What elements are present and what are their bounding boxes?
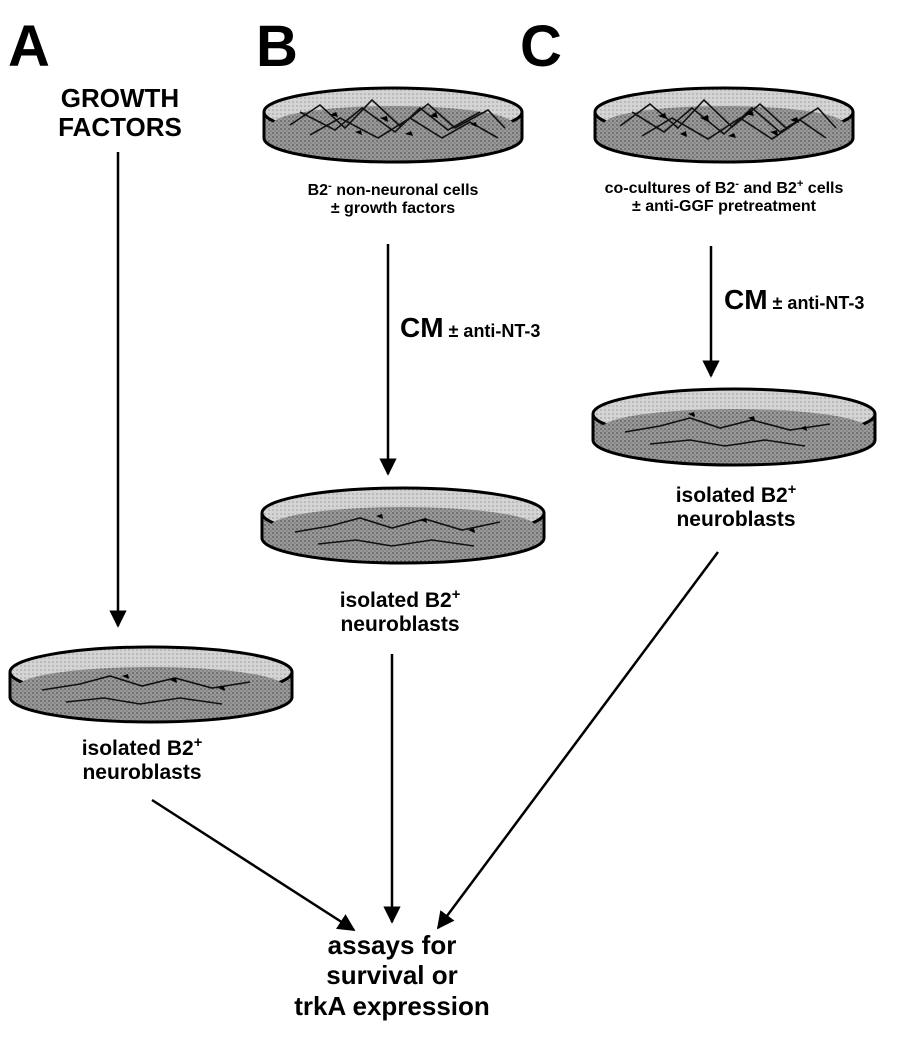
growth-factors-line1: GROWTH bbox=[60, 83, 180, 113]
petri-dish-c-neuroblasts bbox=[591, 387, 877, 467]
dish-b-top-label-line2: ± growth factors bbox=[330, 199, 456, 217]
panel-letter-a: A bbox=[8, 14, 50, 79]
dish-b-label-line2: neuroblasts bbox=[340, 612, 460, 636]
dish-c-top-label-line2: ± anti-GGF pretreatment bbox=[632, 197, 816, 215]
petri-dish-a-neuroblasts bbox=[8, 645, 294, 724]
petri-dish-b-top bbox=[262, 86, 524, 164]
outcome-label: assays for survival or trkA expression bbox=[262, 930, 522, 1021]
outcome-line2: survival or bbox=[326, 960, 458, 991]
dish-a-label-line1: isolated B2+ bbox=[81, 734, 203, 760]
dish-c-label-line1: isolated B2+ bbox=[675, 481, 797, 507]
dish-b-label: isolated B2+ neuroblasts bbox=[300, 586, 500, 636]
growth-factors-label: GROWTH FACTORS bbox=[40, 83, 200, 143]
panel-letter-c: C bbox=[520, 14, 562, 79]
outcome-line3: trkA expression bbox=[294, 990, 490, 1021]
dish-c-top-label: co-cultures of B2- and B2+ cells ± anti-… bbox=[574, 177, 874, 216]
dish-c-label: isolated B2+ neuroblasts bbox=[636, 481, 836, 531]
petri-dish-c-top bbox=[593, 86, 855, 164]
dish-c-top-label-line1: co-cultures of B2- and B2+ cells bbox=[604, 177, 844, 197]
panel-letter-b: B bbox=[256, 14, 298, 79]
dish-a-label: isolated B2+ neuroblasts bbox=[42, 734, 242, 784]
dish-c-label-line2: neuroblasts bbox=[676, 507, 796, 531]
growth-factors-line2: FACTORS bbox=[58, 112, 182, 143]
dish-a-label-line2: neuroblasts bbox=[82, 760, 202, 784]
arrow-a-to-assays bbox=[151, 798, 356, 932]
dish-b-top-label: B2- non-neuronal cells ± growth factors bbox=[258, 179, 528, 218]
arrow-c-to-assays bbox=[436, 551, 720, 930]
cm-label-b: CM ± anti-NT-3 bbox=[400, 312, 541, 343]
petri-dish-b-neuroblasts bbox=[260, 486, 546, 565]
dish-b-label-line1: isolated B2+ bbox=[339, 586, 461, 612]
dish-b-top-label-line1: B2- non-neuronal cells bbox=[307, 179, 479, 199]
outcome-line1: assays for bbox=[327, 930, 457, 960]
cm-label-c: CM ± anti-NT-3 bbox=[724, 284, 865, 315]
